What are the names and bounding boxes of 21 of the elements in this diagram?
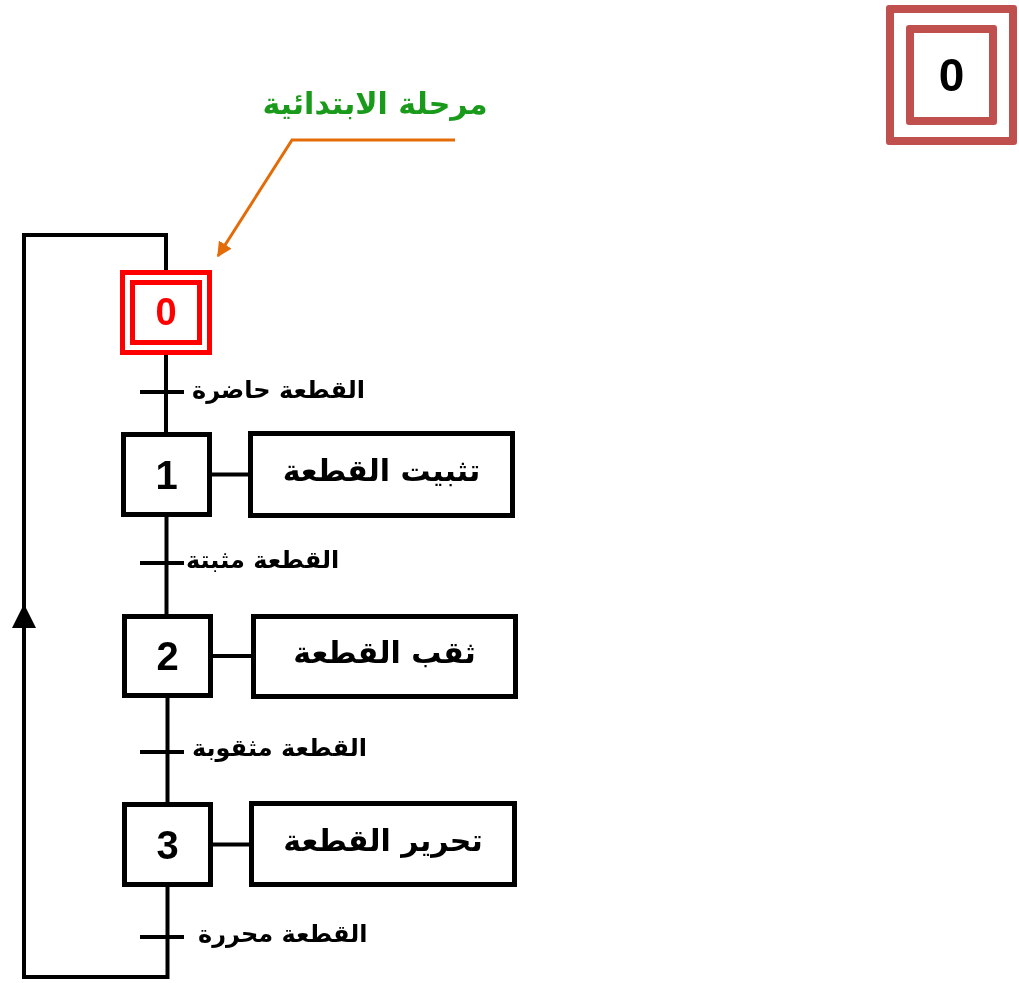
leader-arrow <box>216 138 455 258</box>
step-box: 1 <box>121 432 212 517</box>
link-line <box>164 517 169 614</box>
link-line <box>213 654 251 658</box>
link-line <box>212 472 248 477</box>
initial-step-box: 0 <box>886 5 1017 145</box>
loop-arrow <box>12 233 170 979</box>
action-box: تثبيت القطعة <box>248 431 515 518</box>
initial-step-box: 0 <box>120 270 212 355</box>
step-box: 2 <box>122 614 213 698</box>
step-box: 3 <box>122 802 213 887</box>
action-box: تحرير القطعة <box>249 801 517 887</box>
action-box: ثقب القطعة <box>251 614 518 699</box>
transition-label: القطعة مثقوبة <box>192 733 367 764</box>
stage-caption: مرحلة الابتدائية <box>240 78 510 128</box>
transition-label: القطعة مثبتة <box>186 545 340 576</box>
transition-label: القطعة حاضرة <box>192 375 365 406</box>
transition-label: القطعة محررة <box>198 919 368 950</box>
link-line <box>165 698 170 802</box>
link-line <box>213 842 249 847</box>
link-line <box>164 355 168 432</box>
